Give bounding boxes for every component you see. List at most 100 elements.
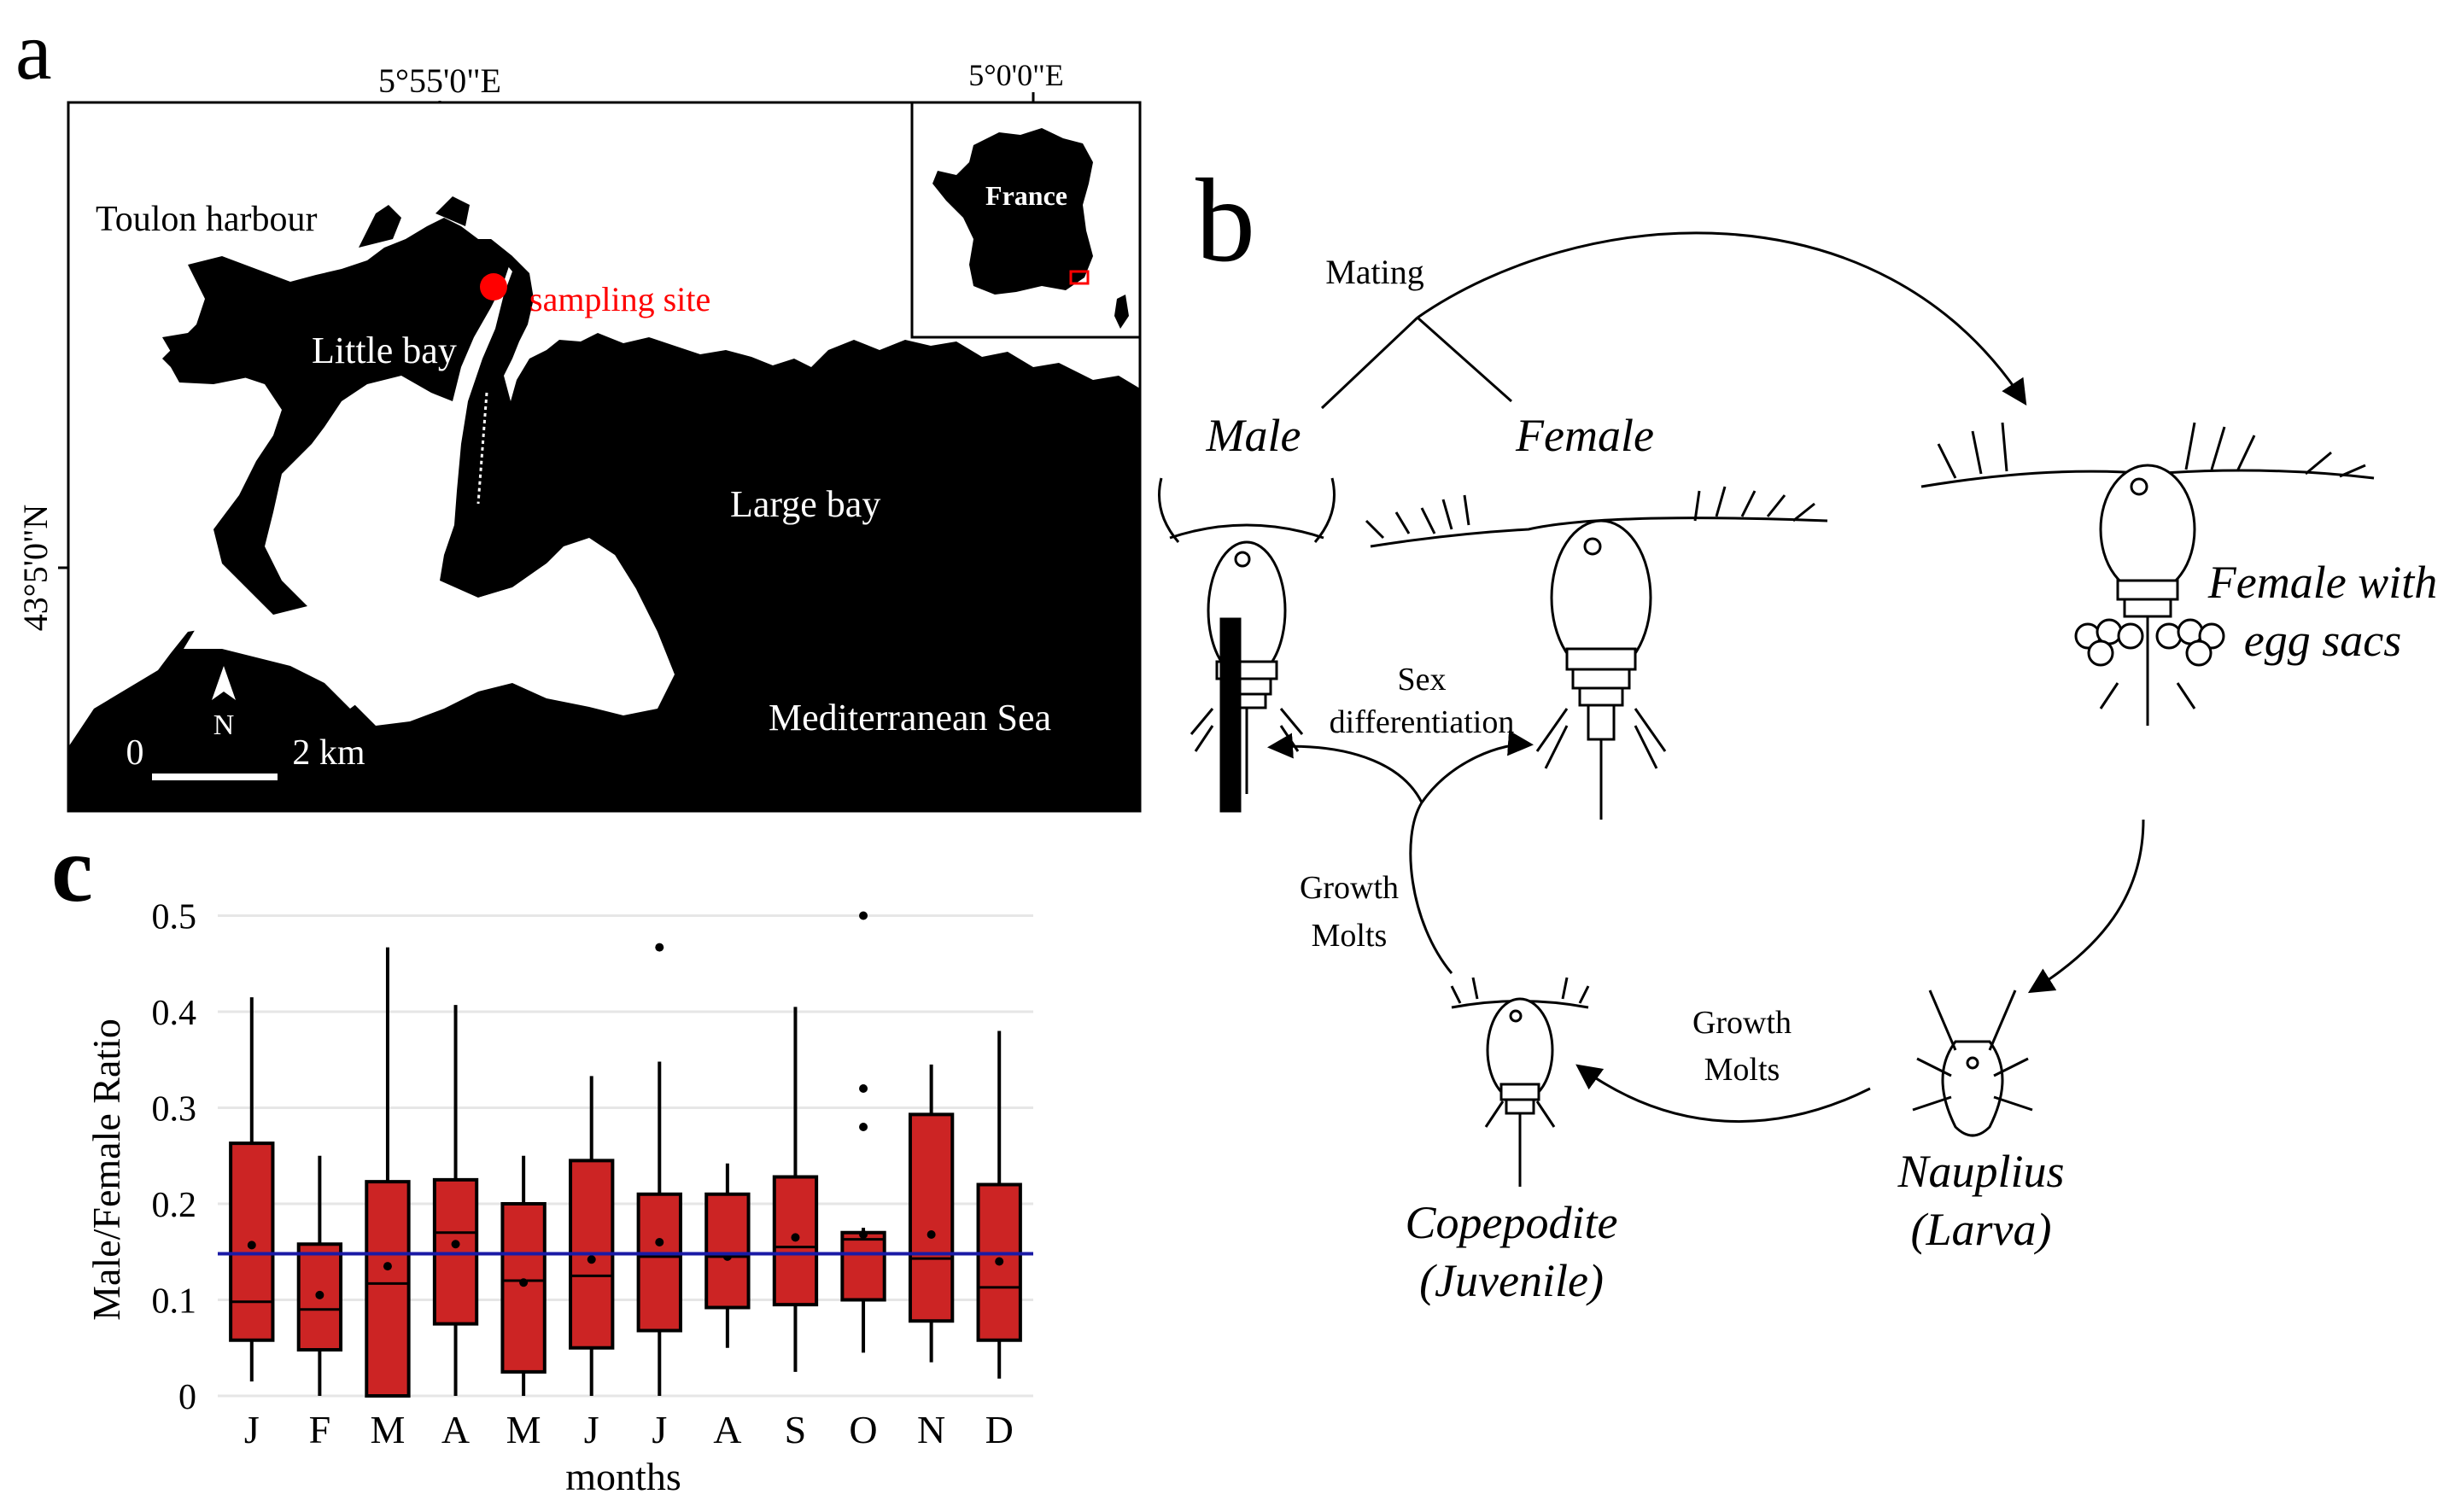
arrow-to-male bbox=[1267, 733, 1423, 803]
outlier-point bbox=[859, 1084, 868, 1093]
label-female-egg-line2: egg sacs bbox=[2244, 615, 2401, 666]
label-female-egg-line1: Female with bbox=[2207, 557, 2437, 608]
label-growth-molts-1-line1: Growth bbox=[1300, 870, 1399, 906]
y-tick-label: 0.5 bbox=[152, 898, 197, 937]
y-tick-label: 0.2 bbox=[152, 1186, 197, 1225]
scale-bar-zero: 0 bbox=[126, 733, 144, 773]
mean-point bbox=[859, 1230, 868, 1239]
box-A bbox=[432, 1005, 479, 1396]
box-body bbox=[636, 1192, 682, 1333]
box-body bbox=[704, 1192, 751, 1310]
x-tick-label: J bbox=[652, 1408, 667, 1451]
box-body bbox=[229, 1141, 275, 1342]
mean-point bbox=[587, 1255, 596, 1264]
inset-study-area-box bbox=[1069, 270, 1090, 285]
y-tick-label: 0.3 bbox=[152, 1090, 197, 1130]
inset-longitude-label: 5°0'0"E bbox=[968, 58, 1064, 92]
mean-point bbox=[519, 1278, 529, 1287]
box-J bbox=[569, 1076, 615, 1396]
label-female: Female bbox=[1515, 410, 1654, 461]
box-body bbox=[500, 1202, 547, 1374]
x-tick-label: F bbox=[309, 1408, 331, 1451]
y-tick-label: 0.4 bbox=[152, 994, 197, 1033]
mean-point bbox=[655, 1238, 664, 1246]
panel-b-lifecycle: b Mating Male Female bbox=[1158, 155, 2437, 1306]
label-growth-molts-2-line1: Growth bbox=[1692, 1005, 1792, 1041]
label-copepodite-line1: Copepodite bbox=[1406, 1197, 1618, 1248]
chart-y-ticks: 0 0.1 0.2 0.3 0.4 0.5 bbox=[152, 898, 197, 1418]
label-copepodite-line2: (Juvenile) bbox=[1419, 1255, 1604, 1306]
box-body bbox=[365, 1180, 411, 1398]
panel-label-b: b bbox=[1195, 155, 1255, 287]
x-tick-label: O bbox=[849, 1408, 877, 1451]
label-growth-molts-2-line2: Molts bbox=[1704, 1052, 1780, 1088]
x-tick-label: M bbox=[506, 1408, 541, 1451]
x-tick-label: D bbox=[985, 1408, 1014, 1451]
x-tick-label: A bbox=[441, 1408, 470, 1451]
copepodite-icon bbox=[1450, 977, 1590, 1187]
nauplius-icon bbox=[1912, 990, 2033, 1137]
mean-point bbox=[927, 1230, 936, 1239]
label-mating: Mating bbox=[1325, 253, 1424, 291]
map-longitude-label: 5°55'0"E bbox=[378, 61, 501, 100]
map-land-main bbox=[68, 239, 1140, 811]
y-tick-label: 0 bbox=[178, 1378, 196, 1417]
map-label-large-bay: Large bay bbox=[730, 483, 880, 525]
box-J bbox=[636, 943, 682, 1396]
box-A bbox=[704, 1163, 751, 1348]
box-body bbox=[840, 1230, 886, 1302]
chart-grid bbox=[218, 914, 1033, 1398]
map-label-mediterranean-sea: Mediterranean Sea bbox=[769, 697, 1051, 738]
map-land-harbour bbox=[162, 218, 512, 615]
arrow-growth-up bbox=[1409, 802, 1453, 974]
x-tick-label: J bbox=[244, 1408, 260, 1451]
arrow-to-female bbox=[1420, 730, 1534, 803]
female-egg-sacs-icon bbox=[1920, 422, 2375, 726]
x-tick-label: M bbox=[371, 1408, 406, 1451]
box-O bbox=[840, 911, 886, 1353]
box-J bbox=[229, 997, 275, 1382]
chart-boxes bbox=[229, 911, 1022, 1398]
label-growth-molts-1-line2: Molts bbox=[1312, 918, 1388, 954]
chart-x-axis-label: months bbox=[565, 1455, 681, 1498]
mean-point bbox=[995, 1257, 1004, 1266]
scale-bar-end: 2 km bbox=[292, 733, 365, 773]
north-arrow-icon: N bbox=[212, 666, 236, 741]
panel-label-a: a bbox=[15, 5, 52, 96]
box-M bbox=[365, 947, 411, 1398]
box-body bbox=[432, 1177, 479, 1326]
sampling-site-marker bbox=[480, 273, 507, 301]
outlier-point bbox=[859, 911, 868, 920]
y-tick-label: 0.1 bbox=[152, 1282, 197, 1322]
map-land-north2 bbox=[435, 196, 470, 226]
mean-point bbox=[247, 1241, 256, 1250]
map-land-pier bbox=[162, 329, 265, 354]
female-copepod-icon bbox=[1365, 486, 1828, 820]
inset-label-france: France bbox=[985, 180, 1067, 211]
label-sex-diff-line2: differentiation bbox=[1330, 704, 1515, 740]
mean-point bbox=[791, 1233, 800, 1242]
box-M bbox=[500, 1155, 547, 1396]
x-tick-label: S bbox=[785, 1408, 807, 1451]
map-sea-largebay bbox=[184, 546, 666, 721]
arrow-to-nauplius bbox=[2027, 819, 2145, 994]
chart-y-axis-label: Male/Female Ratio bbox=[85, 1019, 128, 1321]
box-F bbox=[296, 1155, 343, 1396]
inset-france-map: 5°0'0"E France bbox=[910, 58, 1142, 339]
map-latitude-label: 43°5'0"N bbox=[16, 505, 55, 631]
mean-point bbox=[451, 1240, 460, 1249]
map-label-little-bay: Little bay bbox=[312, 330, 457, 371]
map-land-pier2 bbox=[171, 359, 256, 384]
panel-label-c: c bbox=[51, 817, 93, 921]
arrow-to-copepodite bbox=[1575, 1064, 1871, 1124]
north-arrow-label: N bbox=[213, 709, 235, 741]
x-tick-label: N bbox=[917, 1408, 945, 1451]
male-copepod-icon bbox=[1158, 477, 1336, 813]
label-nauplius-line1: Nauplius bbox=[1897, 1146, 2064, 1197]
egg-sacs bbox=[2074, 618, 2225, 667]
outlier-point bbox=[655, 943, 664, 952]
map-land-north bbox=[359, 205, 401, 248]
box-body bbox=[908, 1112, 955, 1323]
